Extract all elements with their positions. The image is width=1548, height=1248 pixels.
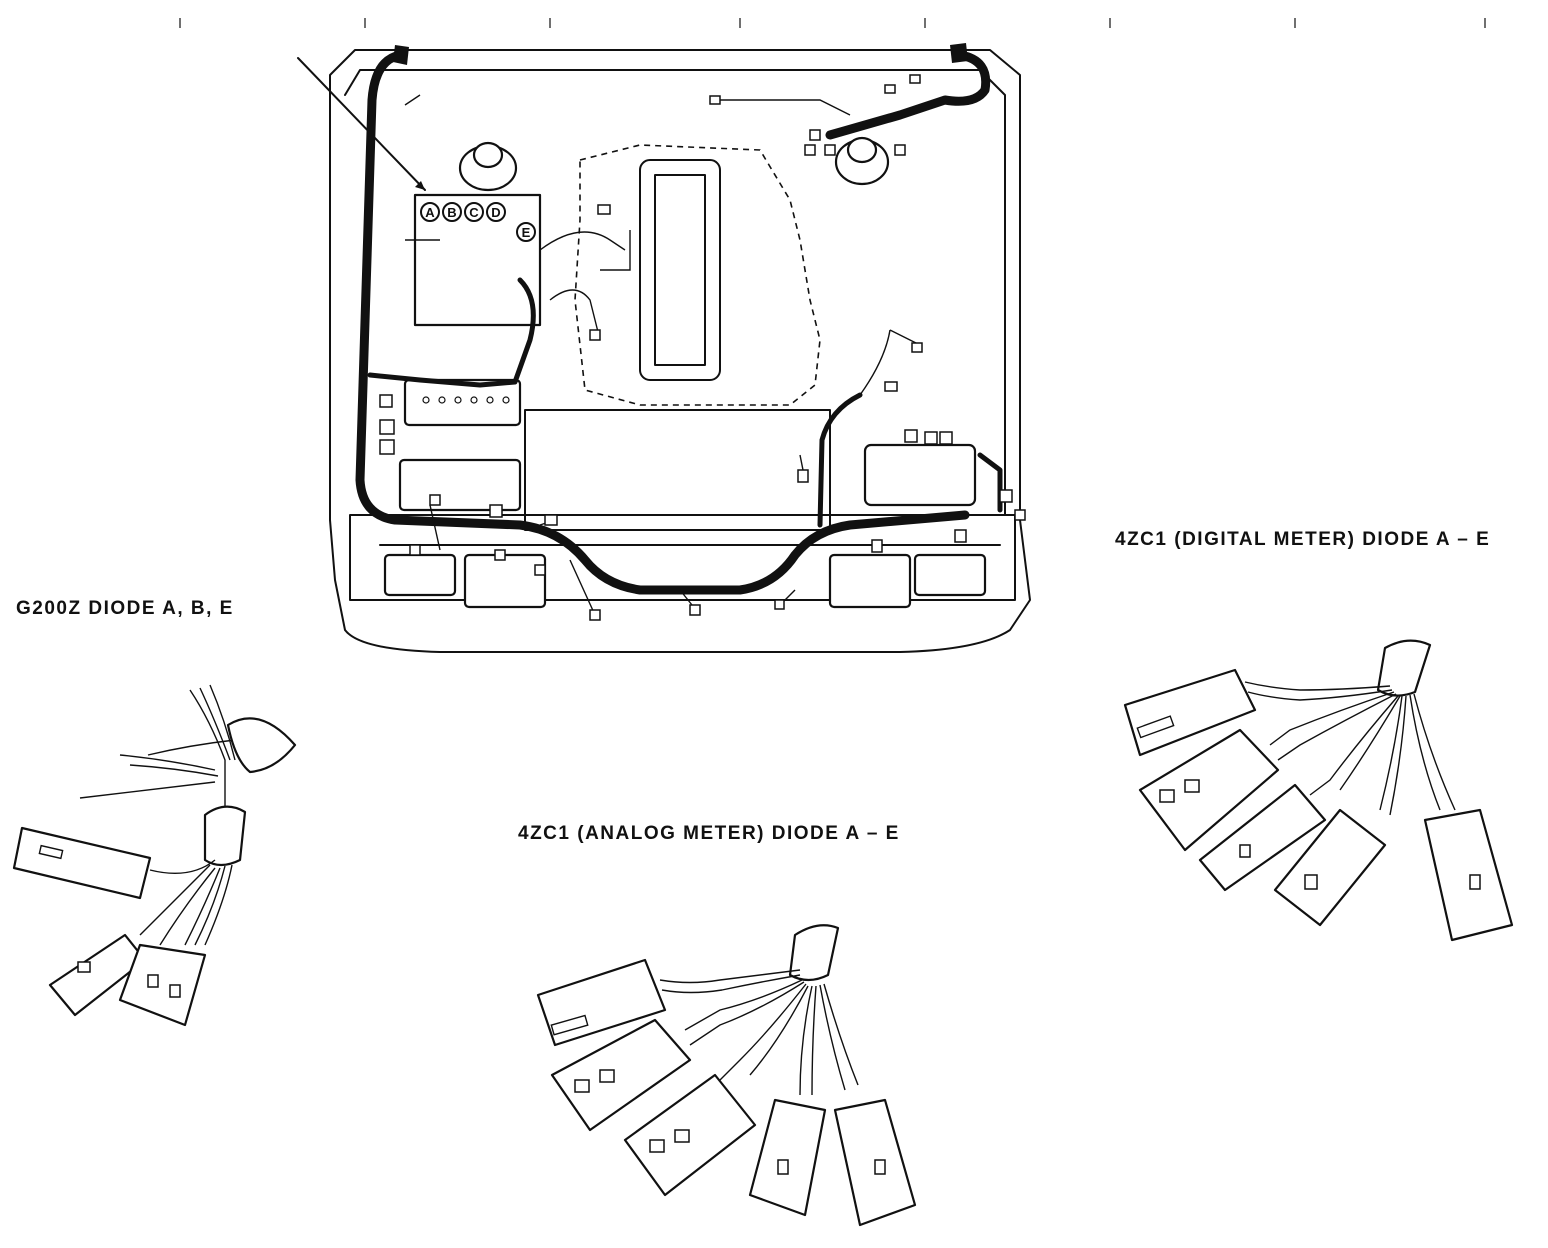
label-analog-meter: 4ZC1 (ANALOG METER) DIODE A – E [518, 823, 900, 844]
diode-marker-c: C [469, 205, 479, 220]
diode-marker-e: E [522, 225, 531, 240]
label-g200z: G200Z DIODE A, B, E [16, 598, 234, 619]
diode-marker-a: A [425, 205, 435, 220]
diode-letter-markers: A B C D E [420, 202, 536, 242]
top-tick-marks [179, 18, 1486, 28]
engine-bay-drawing: A B C D E [297, 43, 1031, 653]
leader-line [297, 57, 426, 191]
label-digital-meter: 4ZC1 (DIGITAL METER) DIODE A – E [1115, 529, 1490, 550]
diode-marker-b: B [447, 205, 456, 220]
analog-meter-diode-connectors [536, 924, 917, 1227]
g200z-diode-connectors [12, 684, 297, 1027]
diode-marker-d: D [491, 205, 500, 220]
digital-meter-diode-connectors [1123, 639, 1514, 942]
main-harness [355, 50, 970, 595]
